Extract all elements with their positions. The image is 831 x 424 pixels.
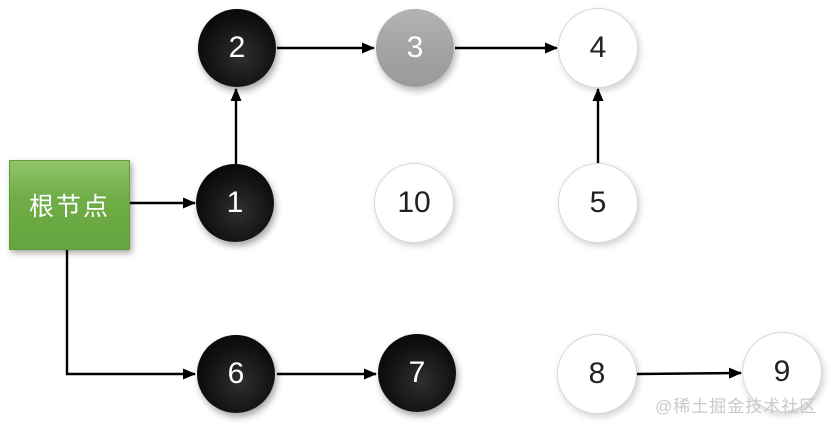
graph-node-4: 4 xyxy=(558,8,638,88)
graph-node-2: 2 xyxy=(198,9,276,87)
graph-node-7: 7 xyxy=(378,334,456,412)
edge-root-to-6 xyxy=(65,248,196,380)
root-node-label: 根节点 xyxy=(28,193,110,221)
root-node: 根节点 xyxy=(9,160,130,250)
graph-node-6: 6 xyxy=(197,335,275,413)
graph-node-5: 5 xyxy=(558,163,638,243)
graph-node-8: 8 xyxy=(557,334,637,414)
watermark-text: @稀土掘金技术社区 xyxy=(655,397,818,416)
graph-node-10: 10 xyxy=(374,163,454,243)
graph-node-9: 9 xyxy=(742,332,822,412)
graph-node-3: 3 xyxy=(376,9,454,87)
graph-node-1: 1 xyxy=(196,164,274,242)
edge-8-to-9 xyxy=(636,367,742,379)
